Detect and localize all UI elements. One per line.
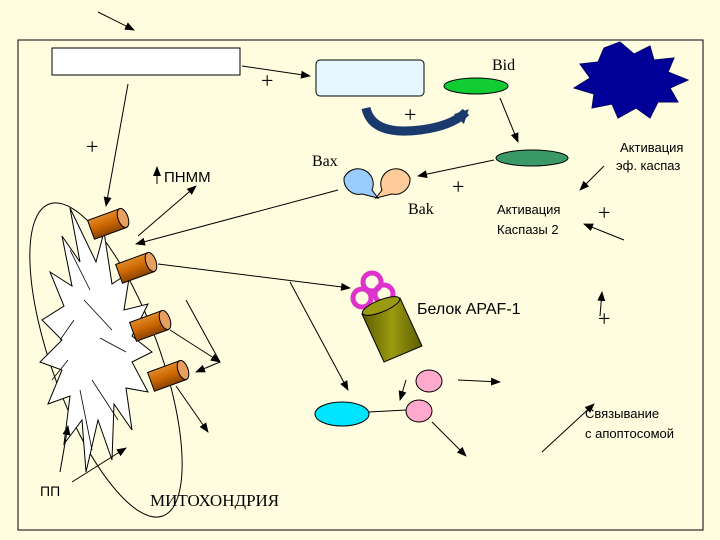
caspase-star-icon [572, 41, 690, 119]
caspase9-lower-icon [405, 399, 433, 423]
plus-sign-3: + [86, 134, 98, 159]
bid-label: Bid [492, 57, 515, 74]
pp-label: ПП [40, 483, 60, 499]
mitochondria-label: МИТОХОНДРИЯ [150, 491, 279, 510]
arrow-to-caspase2 [579, 165, 605, 191]
arrows-group [59, 11, 625, 483]
bid-cell-box [315, 59, 425, 97]
arrow-to-binding [541, 403, 595, 453]
arrow-apaf-down [398, 379, 407, 401]
bak-label: Bak [408, 201, 434, 218]
plus-sign-6: + [598, 306, 610, 331]
cytochrome-c-icon [314, 401, 370, 427]
arrow-channel-to-pnmm [137, 185, 197, 237]
arrow-lower-channel [175, 385, 209, 433]
plus-sign-1: + [261, 68, 273, 93]
curved-arrow-icon [361, 106, 470, 136]
binding-line2: с апоптосомой [585, 426, 674, 441]
pore-channel-4 [146, 359, 190, 392]
pore-channel-1 [86, 207, 130, 240]
arrow-casp9-down [431, 421, 467, 457]
arrow-pp-up [59, 425, 71, 473]
mitochondrion-matrix [39, 207, 153, 473]
effector-activation-line1: Активация [620, 140, 683, 155]
binding-line1: Связывание [585, 406, 659, 421]
arrow-casp9-right [457, 377, 501, 386]
arrow-box-to-bid [241, 65, 311, 79]
plus-sign-5: + [598, 200, 610, 225]
arrow-channel3 [169, 329, 221, 363]
bak-protein-icon [374, 168, 411, 199]
arrow-to-cytochrome [289, 281, 349, 391]
apaf1-top [361, 296, 401, 316]
plus-sign-4: + [452, 174, 464, 199]
caspase2-activation-line1: Активация [497, 202, 560, 217]
pore-channel-3 [128, 309, 172, 342]
effector-activation-line2: эф. каспаз [616, 158, 680, 173]
plus-sign-2: + [404, 102, 416, 127]
bid-oval [443, 77, 509, 95]
caspase9-upper-icon [415, 369, 443, 393]
arrow-top-entry [97, 11, 135, 31]
arrow-mito-to-apaf [157, 263, 351, 291]
apoptosome-link [368, 409, 407, 413]
tbid-oval [495, 149, 569, 167]
bax-protein-icon [343, 168, 380, 199]
cristae-lines [51, 249, 127, 451]
arrow-bid-to-tbid [499, 97, 519, 143]
mitochondrion-outer-membrane [29, 202, 183, 518]
pore-channel-2 [114, 251, 158, 284]
arrow-up-right [597, 291, 606, 317]
caspase2-activation-line2: Каспазы 2 [497, 222, 559, 237]
bax-label: Bax [312, 153, 338, 170]
apaf1-label: Белок APAF-1 [417, 301, 521, 318]
arrow-box-to-channel [103, 83, 129, 207]
arrow-channels-bracket [185, 299, 221, 373]
frame-border [17, 39, 704, 531]
arrow-tbid-to-bax [417, 159, 495, 179]
arrow-to-effector [583, 223, 625, 241]
signal-box [51, 47, 241, 76]
arrow-bax-to-mito [135, 189, 339, 246]
pnmm-label: ПНММ [164, 169, 211, 186]
arrow-pp-to-mito [71, 447, 127, 483]
